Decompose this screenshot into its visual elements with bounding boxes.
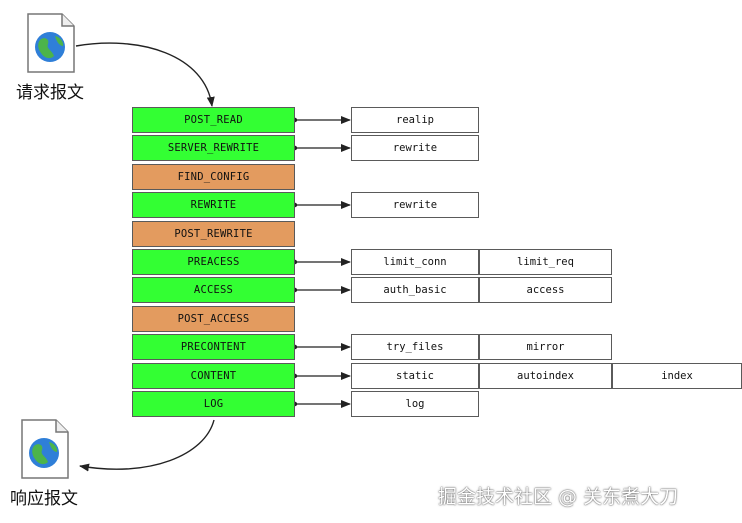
phase-rewrite: REWRITE xyxy=(132,192,295,218)
module-autoindex: autoindex xyxy=(479,363,612,389)
module-rewrite: rewrite xyxy=(351,192,479,218)
module-index: index xyxy=(612,363,742,389)
phase-preacess: PREACESS xyxy=(132,249,295,275)
module-auth-basic: auth_basic xyxy=(351,277,479,303)
response-document-icon xyxy=(20,418,70,480)
module-arrows xyxy=(292,116,351,408)
phase-post-rewrite: POST_REWRITE xyxy=(132,221,295,247)
module-static: static xyxy=(351,363,479,389)
phase-find-config: FIND_CONFIG xyxy=(132,164,295,190)
phase-access: ACCESS xyxy=(132,277,295,303)
module-limit-conn: limit_conn xyxy=(351,249,479,275)
request-flow-arrow xyxy=(75,42,215,107)
module-try-files: try_files xyxy=(351,334,479,360)
phase-precontent: PRECONTENT xyxy=(132,334,295,360)
request-label: 请求报文 xyxy=(16,83,84,103)
module-rewrite: rewrite xyxy=(351,135,479,161)
module-access: access xyxy=(479,277,612,303)
phase-log: LOG xyxy=(132,391,295,417)
phase-content: CONTENT xyxy=(132,363,295,389)
module-limit-req: limit_req xyxy=(479,249,612,275)
module-realip: realip xyxy=(351,107,479,133)
module-log: log xyxy=(351,391,479,417)
watermark: 掘金技术社区 @ 关东煮大刀 xyxy=(438,486,679,508)
phase-post-read: POST_READ xyxy=(132,107,295,133)
phase-server-rewrite: SERVER_REWRITE xyxy=(132,135,295,161)
response-label: 响应报文 xyxy=(10,489,78,509)
module-mirror: mirror xyxy=(479,334,612,360)
response-flow-arrow xyxy=(79,419,215,472)
phase-post-access: POST_ACCESS xyxy=(132,306,295,332)
request-document-icon xyxy=(26,12,76,74)
